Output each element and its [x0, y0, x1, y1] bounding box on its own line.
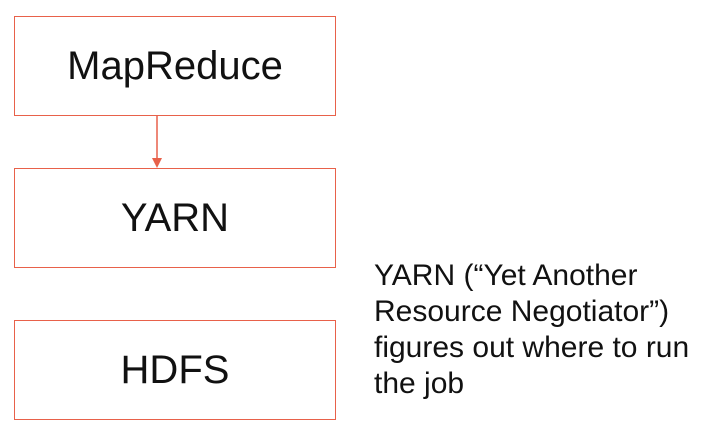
arrow-head	[152, 158, 162, 168]
note-line-3: figures out where to run	[374, 331, 690, 364]
hdfs-box: HDFS	[14, 320, 336, 420]
note-line-2: Resource Negotiator”)	[374, 295, 670, 328]
yarn-description-note: YARN (“Yet Another Resource Negotiator”)…	[374, 258, 714, 402]
mapreduce-label: MapReduce	[67, 44, 283, 88]
yarn-label: YARN	[120, 196, 230, 240]
yarn-box: YARN	[14, 168, 336, 268]
mapreduce-box: MapReduce	[14, 16, 336, 116]
hdfs-label: HDFS	[120, 348, 230, 392]
note-line-4: the job	[374, 367, 465, 400]
note-line-1: YARN (“Yet Another	[374, 259, 638, 292]
